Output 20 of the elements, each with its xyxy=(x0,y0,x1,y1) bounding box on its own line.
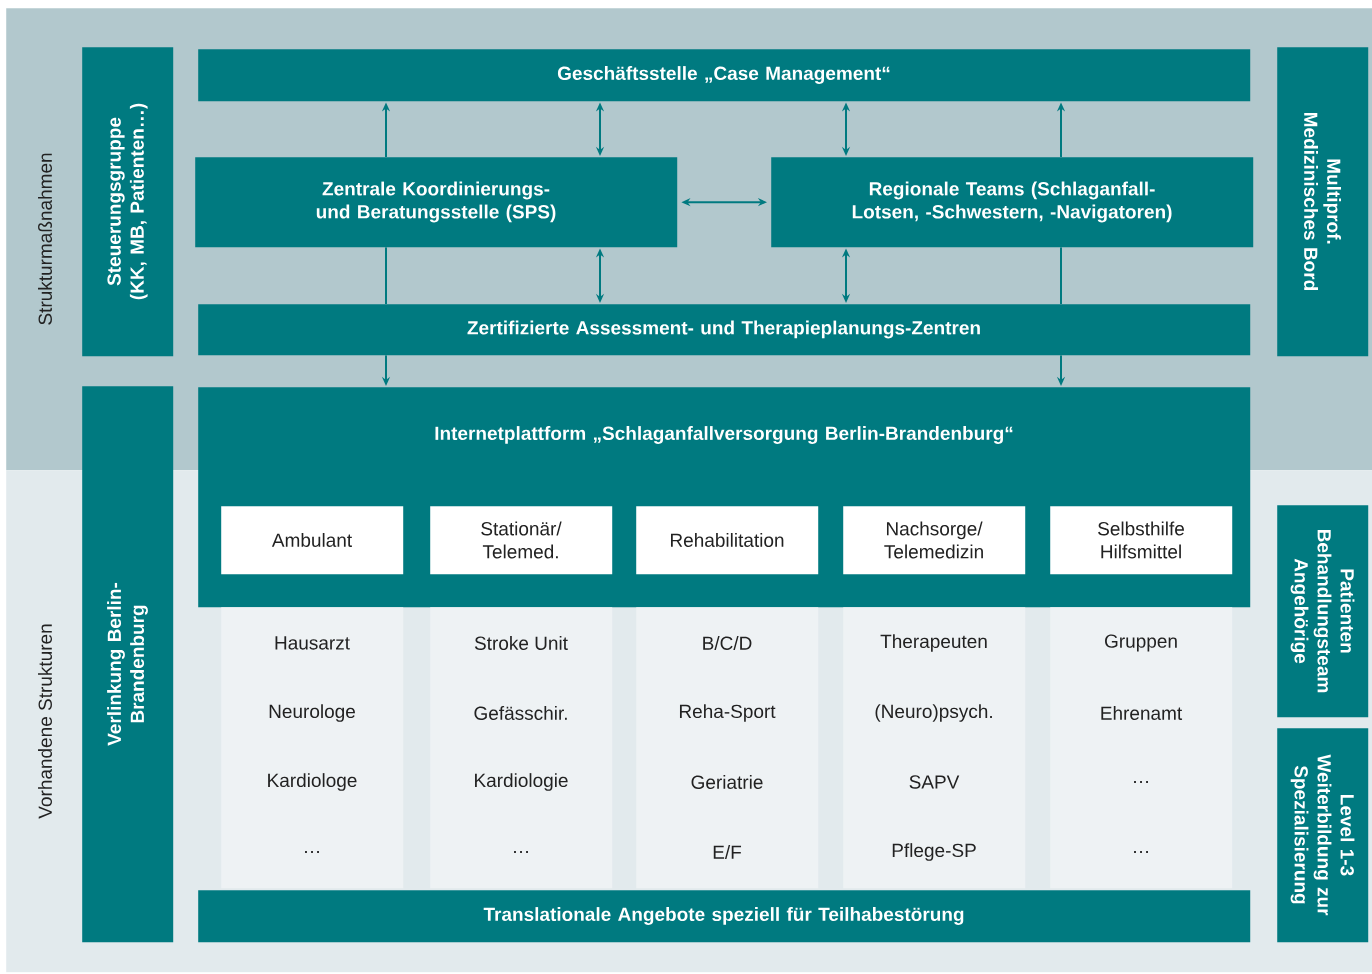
column-panel: Gruppen Ehrenamt … … xyxy=(1050,607,1233,889)
category-box: Ambulant xyxy=(221,506,404,575)
category-box: Stationär/ Telemed. xyxy=(430,506,613,575)
category-box: Nachsorge/ Telemedizin xyxy=(843,506,1026,575)
process-box: Zertifizierte Assessment- und Therapieplanungs-Zentren xyxy=(198,304,1251,356)
category-box: Rehabilitation xyxy=(636,506,819,575)
process-box: Regionale Teams (Schlaganfall-Lotsen, -Schwestern, -Navigatoren) xyxy=(771,157,1254,248)
process-box: Zentrale Koordinierungs- und Beratungsstelle (SPS) xyxy=(195,157,678,248)
process-box: Translationale Angebote speziell für Teilhabestörung xyxy=(198,890,1251,943)
column-panel: B/C/D Reha-Sport Geriatrie E/F xyxy=(636,607,819,889)
column-panel: Hausarzt Neurologe Kardiologe … xyxy=(221,607,404,889)
side-box: Patienten Behandlungsteam Angehörige xyxy=(1277,505,1369,718)
column-panel: Stroke Unit Gefässchir. Kardiologie … xyxy=(430,607,613,889)
side-box: Verlinkung Berlin-Brandenburg xyxy=(82,386,174,943)
column-panel: Therapeuten (Neuro)psych. SAPV Pflege-SP xyxy=(843,607,1026,889)
process-box: Geschäftsstelle „Case Management“ xyxy=(198,49,1251,102)
side-box: Multiprof. Medizinisches Bord xyxy=(1277,47,1369,357)
category-box: Selbsthilfe Hilfsmittel xyxy=(1050,506,1233,575)
side-box: Steuerungsgruppe (KK, MB, Patienten…) xyxy=(82,47,174,357)
side-box: Level 1-3 Weiterbildung zur Spezialisierung xyxy=(1277,728,1369,943)
